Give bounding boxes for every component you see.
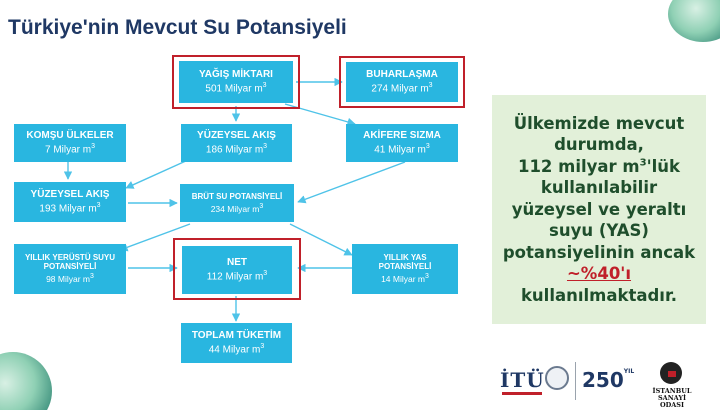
itu-seal-icon	[545, 366, 569, 390]
page-title: Türkiye'nin Mevcut Su Potansiyeli	[8, 16, 347, 39]
arrow-brut-to-yerustu	[119, 223, 191, 252]
node-buharlasma: BUHARLAŞMA 274 Milyar m3	[346, 62, 458, 102]
logo-separator	[575, 362, 576, 400]
itu-logo-underline	[502, 392, 542, 395]
node-toplam-tuketim: TOPLAM TÜKETİM 44 Milyar m3	[181, 323, 292, 363]
node-komsu-ulkeler: KOMŞU ÜLKELER 7 Milyar m3	[14, 124, 126, 162]
node-akifere-sizma: AKİFERE SIZMA 41 Milyar m3	[346, 124, 458, 162]
itu-logo: İTÜ	[500, 368, 545, 392]
node-brut-su-potansiyeli: BRÜT SU POTANSİYELİ 234 Milyar m3	[180, 184, 294, 222]
node-yillik-yas-potansiyeli: YILLIK YAS POTANSİYELİ 14 Milyar m3	[352, 244, 458, 294]
node-net: NET 112 Milyar m3	[182, 246, 292, 294]
highlight-frame-yagis	[172, 55, 300, 109]
iso-gear-icon	[660, 362, 682, 384]
arrow-akifere-to-brut	[297, 161, 406, 204]
highlight-percentage: ~%40'ı	[566, 264, 632, 284]
node-yagis-miktari: YAĞIŞ MİKTARI 501 Milyar m3	[179, 61, 293, 103]
node-yillik-yerustu-suyu: YILLIK YERÜSTÜ SUYU POTANSİYELİ 98 Milya…	[14, 244, 126, 294]
highlight-frame-net	[173, 238, 301, 300]
arrow-brut-to-yas	[289, 223, 353, 256]
itu-250-logo: 250YIL	[582, 368, 635, 392]
node-yuzeysel-akis-left: YÜZEYSEL AKIŞ 193 Milyar m3	[14, 182, 126, 222]
summary-callout: Ülkemizde mevcut durumda, 112 milyar m3'…	[492, 95, 706, 324]
highlight-frame-buhar	[339, 56, 465, 108]
summary-text: Ülkemizde mevcut durumda, 112 milyar m3'…	[502, 114, 696, 305]
arrow-yuzeysel-to-left	[125, 159, 189, 189]
node-yuzeysel-akis-center: YÜZEYSEL AKIŞ 186 Milyar m3	[181, 124, 292, 162]
